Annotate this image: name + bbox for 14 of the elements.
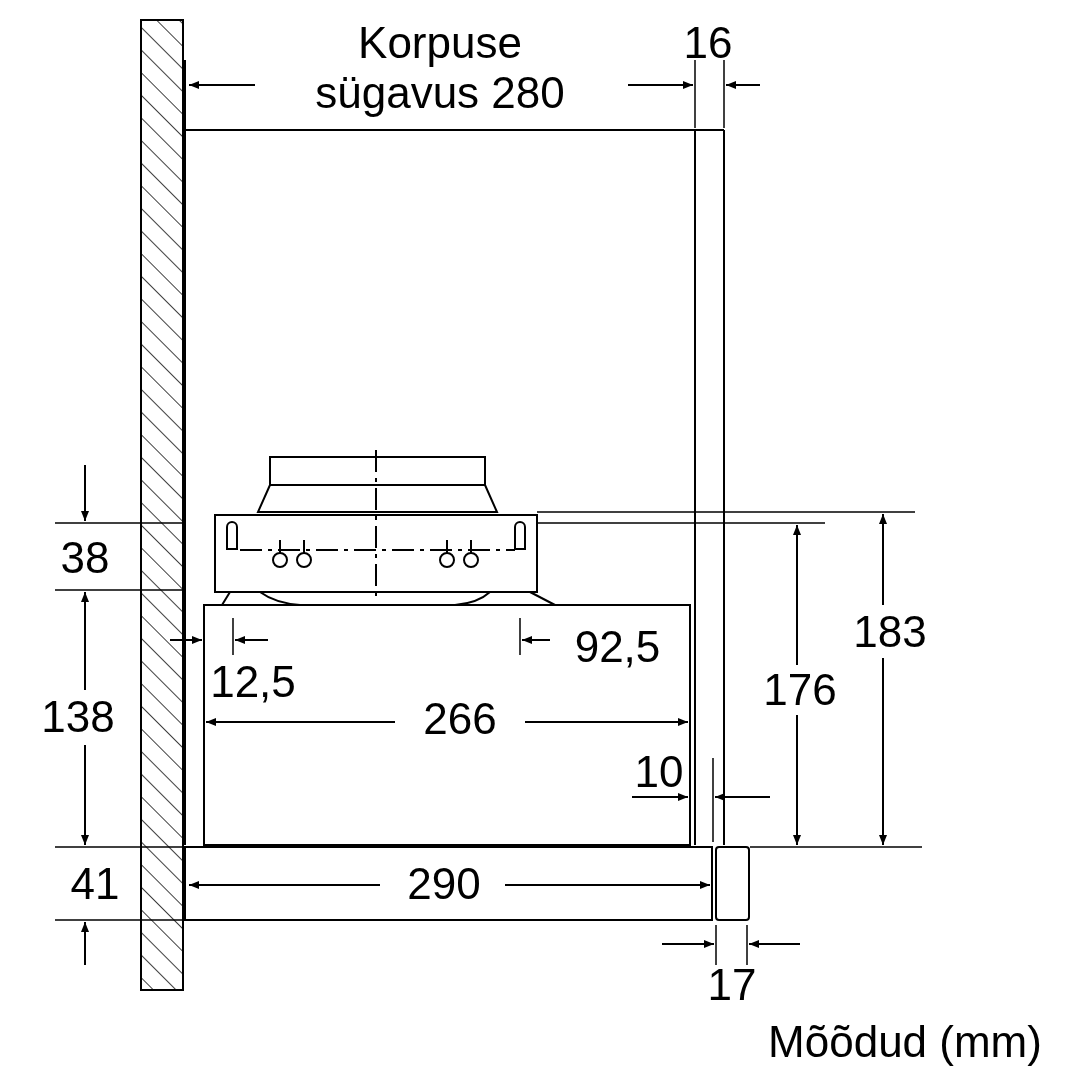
- dimension-label: 92,5: [573, 622, 662, 672]
- units-note: Mõõdud (mm): [767, 1017, 1043, 1067]
- dimension-label: 290: [406, 859, 482, 909]
- dimension-label: 38: [59, 533, 111, 583]
- dimension-label: 176: [762, 665, 838, 715]
- dimension-label: 10: [633, 747, 685, 797]
- dimension-label: 41: [69, 859, 121, 909]
- dimension-label: 266: [422, 694, 498, 744]
- dimension-label: 183: [852, 607, 928, 657]
- dimension-label: 138: [40, 692, 116, 742]
- dimension-label: 17: [706, 960, 758, 1010]
- dimension-label: 16: [682, 18, 734, 68]
- dimension-label: Korpuse sügavus 280: [314, 18, 566, 118]
- dimension-label: 12,5: [209, 657, 297, 707]
